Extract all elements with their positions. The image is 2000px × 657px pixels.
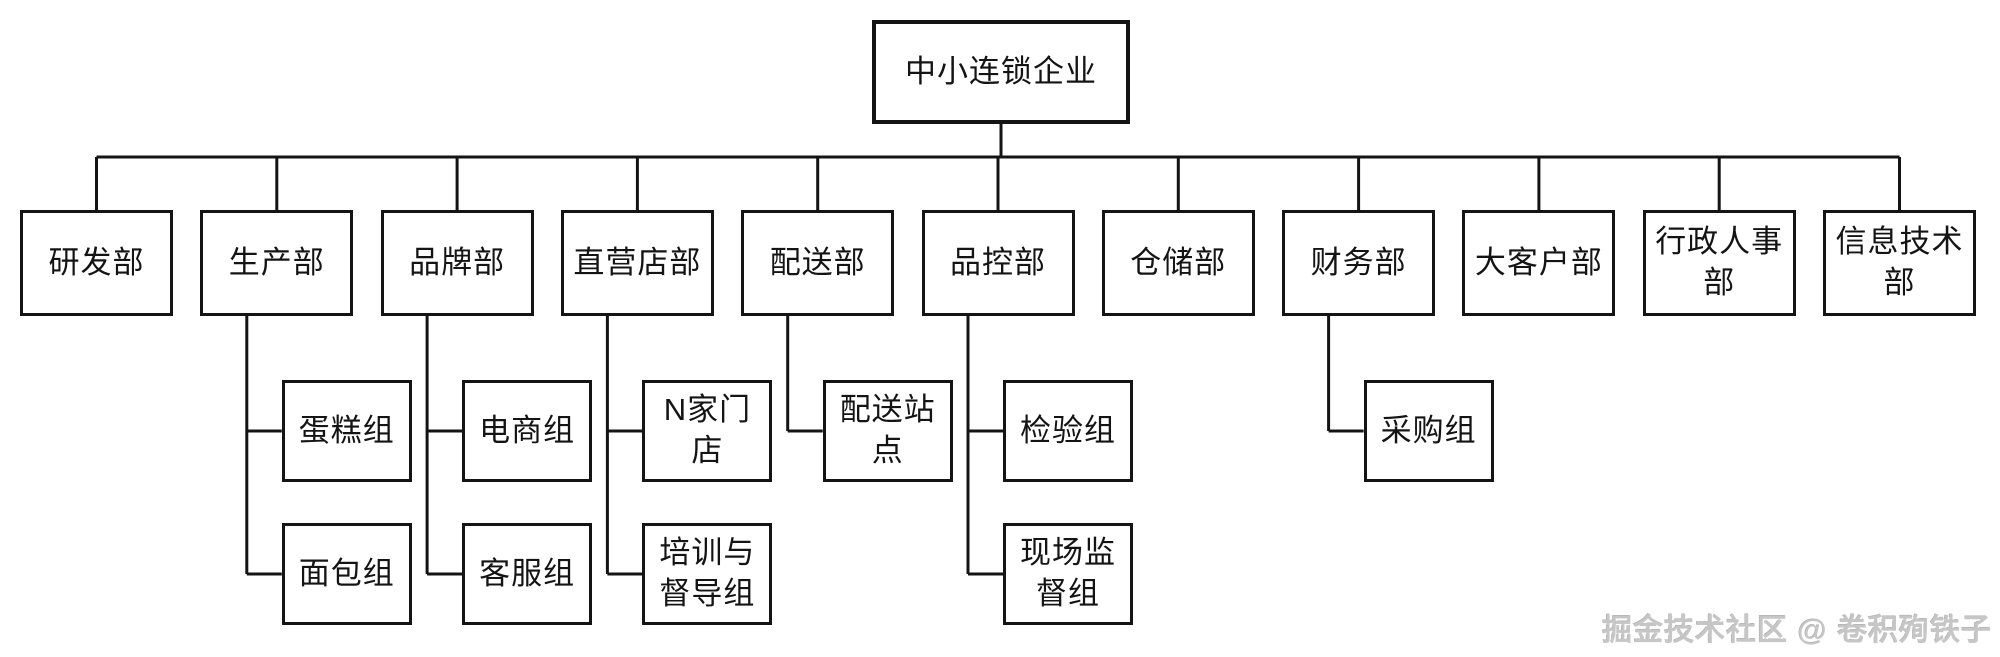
org-node-dept-production: 生产部 [200,210,354,316]
org-node-group-cake: 蛋糕组 [281,380,412,482]
org-node-dept-warehousing: 仓储部 [1101,210,1255,316]
org-node-company-root: 中小连锁企业 [872,20,1130,124]
org-node-dept-brand: 品牌部 [380,210,534,316]
org-node-dept-key-accounts: 大客户部 [1462,210,1616,316]
org-node-dept-admin-hr: 行政人事部 [1642,210,1796,316]
org-node-group-inspection: 检验组 [1003,380,1133,482]
org-node-group-onsite-supervision: 现场监督组 [1003,523,1133,625]
org-node-dept-finance: 财务部 [1282,210,1436,316]
org-node-group-training-supervision: 培训与督导组 [642,523,773,625]
org-node-group-customer-service: 客服组 [462,523,593,625]
org-node-group-procurement: 采购组 [1363,380,1494,482]
org-node-dept-it: 信息技术部 [1823,210,1976,316]
org-node-group-n-stores: N家门店 [642,380,773,482]
org-node-dept-delivery: 配送部 [741,210,895,316]
org-node-dept-direct-stores: 直营店部 [560,210,714,316]
org-node-group-bread: 面包组 [281,523,412,625]
org-node-dept-quality-control: 品控部 [921,210,1075,316]
org-node-group-delivery-stations: 配送站点 [822,380,953,482]
tree-connector-path [95,124,1901,576]
org-node-group-ecommerce: 电商组 [462,380,593,482]
org-node-dept-rnd: 研发部 [20,210,173,316]
watermark-text: 掘金技术社区 @ 卷积殉铁子 [1602,614,1992,647]
